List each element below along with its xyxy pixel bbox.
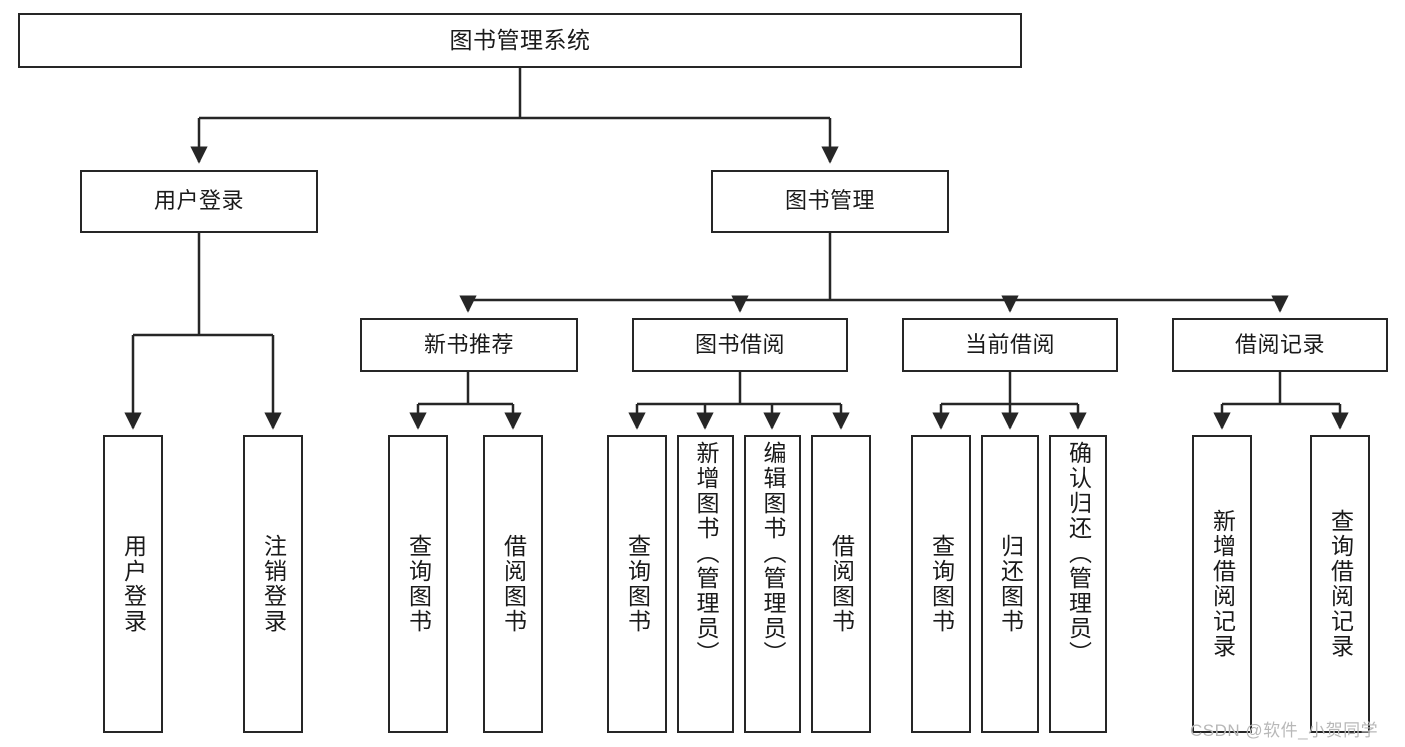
- node-book-manage-label: 图书管理: [784, 188, 875, 214]
- leaf-book-borrow-2[interactable]: 新增图书（管理员）: [677, 435, 734, 733]
- leaf-current-borrow-2[interactable]: 归还图书: [981, 435, 1039, 733]
- node-borrow-record-label: 借阅记录: [1234, 331, 1325, 357]
- leaf-new-book-1-label: 查询图书: [405, 534, 432, 634]
- leaf-borrow-record-2-label: 查询借阅记录: [1327, 509, 1354, 659]
- leaf-book-borrow-2-label: 新增图书（管理员）: [693, 441, 719, 666]
- leaf-current-borrow-1[interactable]: 查询图书: [911, 435, 971, 733]
- node-borrow-record[interactable]: 借阅记录: [1172, 318, 1388, 372]
- leaf-user-login-2-label: 注销登录: [260, 534, 287, 634]
- leaf-new-book-2-label: 借阅图书: [500, 534, 527, 634]
- leaf-user-login-2[interactable]: 注销登录: [243, 435, 303, 733]
- node-book-manage[interactable]: 图书管理: [711, 170, 949, 233]
- leaf-book-borrow-4[interactable]: 借阅图书: [811, 435, 871, 733]
- leaf-user-login-1[interactable]: 用户登录: [103, 435, 163, 733]
- node-new-book-recommend-label: 新书推荐: [423, 331, 514, 357]
- node-current-borrow[interactable]: 当前借阅: [902, 318, 1118, 372]
- leaf-book-borrow-3-label: 编辑图书（管理员）: [760, 441, 786, 666]
- node-root-label: 图书管理系统: [449, 26, 591, 53]
- node-book-borrow[interactable]: 图书借阅: [632, 318, 848, 372]
- node-current-borrow-label: 当前借阅: [964, 331, 1055, 357]
- node-new-book-recommend[interactable]: 新书推荐: [360, 318, 578, 372]
- leaf-borrow-record-2[interactable]: 查询借阅记录: [1310, 435, 1370, 733]
- node-user-login-label: 用户登录: [153, 188, 244, 214]
- leaf-current-borrow-2-label: 归还图书: [997, 534, 1024, 634]
- leaf-book-borrow-1[interactable]: 查询图书: [607, 435, 667, 733]
- leaf-current-borrow-3[interactable]: 确认归还（管理员）: [1049, 435, 1107, 733]
- leaf-borrow-record-1[interactable]: 新增借阅记录: [1192, 435, 1252, 733]
- leaf-borrow-record-1-label: 新增借阅记录: [1209, 509, 1236, 659]
- leaf-book-borrow-1-label: 查询图书: [624, 534, 651, 634]
- leaf-book-borrow-4-label: 借阅图书: [828, 534, 855, 634]
- node-root[interactable]: 图书管理系统: [18, 13, 1022, 68]
- node-user-login[interactable]: 用户登录: [80, 170, 318, 233]
- leaf-current-borrow-1-label: 查询图书: [928, 534, 955, 634]
- leaf-new-book-1[interactable]: 查询图书: [388, 435, 448, 733]
- watermark: CSDN @软件_小贺同学: [1190, 721, 1379, 740]
- leaf-user-login-1-label: 用户登录: [120, 534, 147, 634]
- leaf-book-borrow-3[interactable]: 编辑图书（管理员）: [744, 435, 801, 733]
- leaf-current-borrow-3-label: 确认归还（管理员）: [1065, 441, 1092, 666]
- node-book-borrow-label: 图书借阅: [694, 331, 785, 357]
- leaf-new-book-2[interactable]: 借阅图书: [483, 435, 543, 733]
